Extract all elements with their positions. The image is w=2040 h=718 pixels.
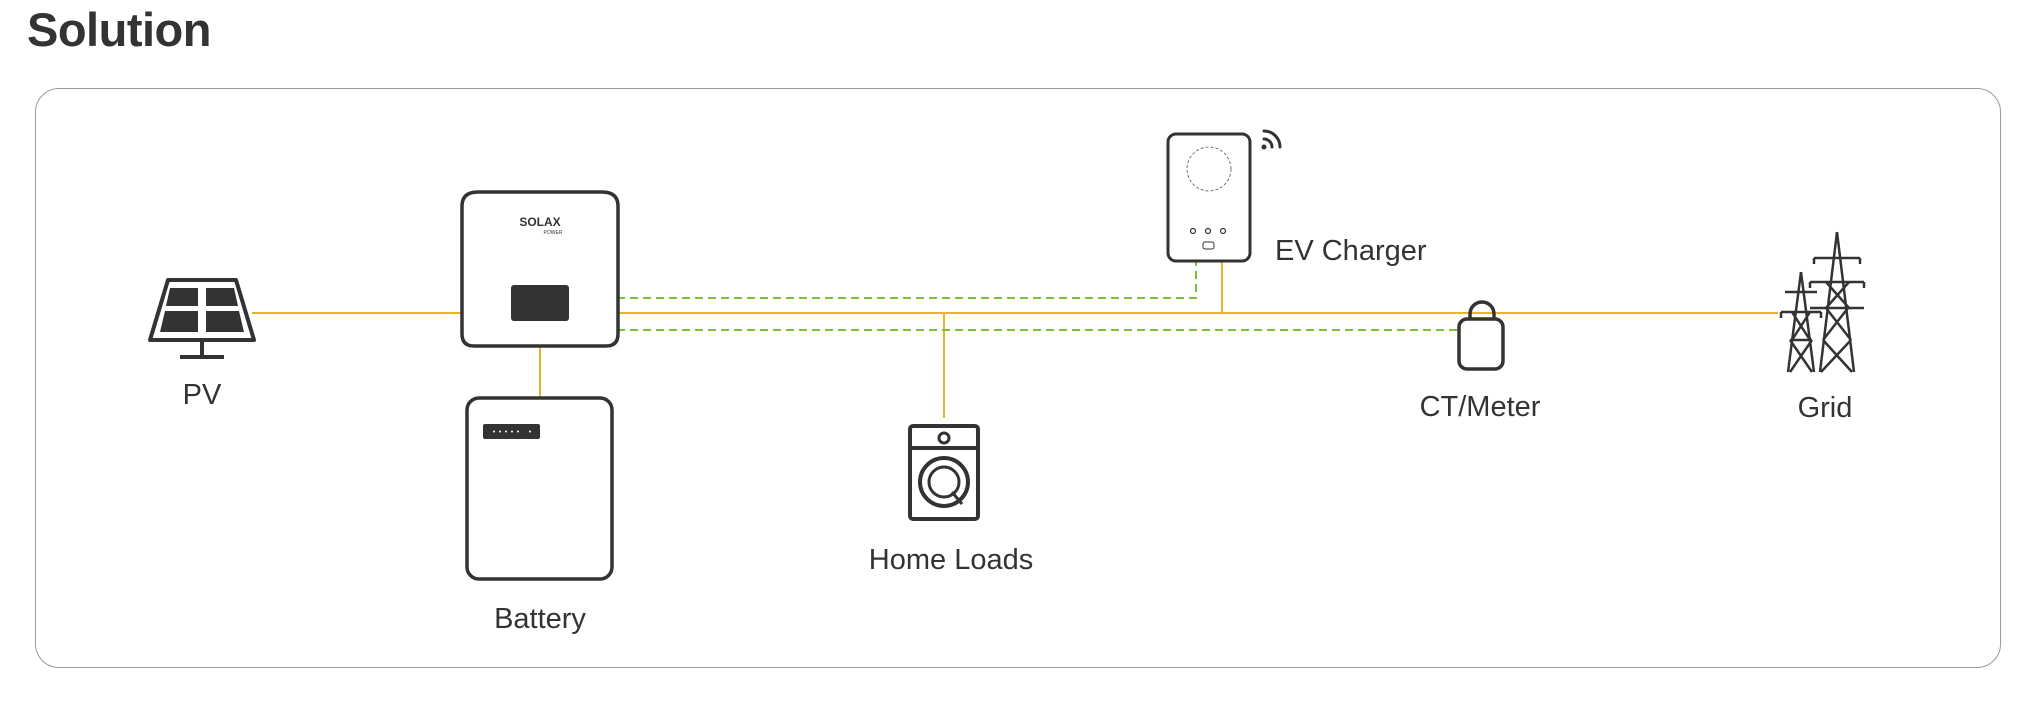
communication-lines [617, 262, 1458, 331]
solar-panel-icon [148, 278, 256, 359]
transmission-tower-icon [1779, 231, 1866, 373]
power-lines [252, 261, 1778, 418]
inverter-brand: SOLAX [519, 215, 560, 229]
home-loads-label: Home Loads [869, 544, 1033, 576]
page-title: Solution [27, 3, 211, 56]
inverter-icon: SOLAX POWER [460, 190, 620, 348]
pv-label: PV [183, 379, 222, 411]
inverter-sub-brand: POWER [544, 230, 563, 236]
ev-charger-label: EV Charger [1275, 235, 1427, 267]
ev-charger-ring [1186, 146, 1232, 192]
battery-label: Battery [494, 603, 586, 635]
ev-charger-comm-line [617, 262, 1197, 299]
ct-meter-icon [1457, 300, 1505, 371]
grid-label: Grid [1798, 392, 1853, 424]
ev-charger-icon [1166, 132, 1252, 263]
washing-machine-icon [908, 424, 980, 521]
ct-meter-label: CT/Meter [1420, 391, 1541, 423]
diagram-panel [35, 88, 2001, 668]
battery-icon [465, 396, 614, 581]
wifi-icon [1261, 129, 1282, 150]
inverter-display [511, 285, 569, 321]
